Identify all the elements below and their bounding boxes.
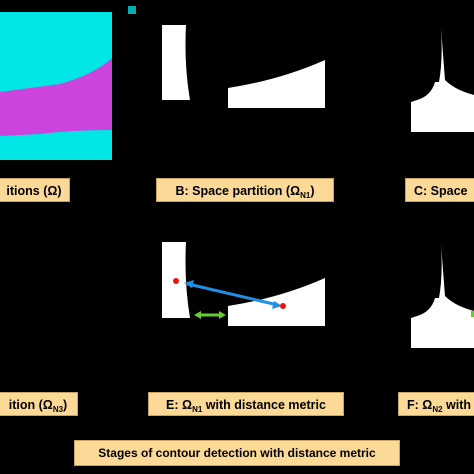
region-magenta: [0, 58, 112, 136]
green-arrow-fragment: [471, 311, 474, 317]
shape-right: [228, 60, 325, 108]
panel-e-shapes: [150, 238, 340, 338]
panel-a-partition-image: [0, 12, 112, 160]
marker-red-left: [173, 278, 179, 284]
marker-red-right: [280, 303, 286, 309]
shape-c: [411, 28, 474, 132]
small-marker: [128, 6, 136, 14]
shape-right: [228, 278, 325, 326]
arrowhead-green-left: [194, 311, 201, 319]
panel-b-shapes: [150, 20, 340, 120]
partition-image: [0, 12, 112, 160]
arrowhead-blue-right: [272, 301, 282, 309]
label-panel-d: ition (ΩN3): [0, 392, 78, 416]
label-panel-f: F: ΩN2 with: [398, 392, 474, 416]
shape-f: [411, 244, 474, 348]
omega-n2-distance: [411, 244, 474, 348]
omega-n1-shapes: [162, 25, 325, 108]
panel-c-shapes: [405, 20, 474, 135]
panel-f-shapes: [405, 238, 474, 353]
omega-n1-distance: [162, 242, 325, 326]
shape-left: [162, 25, 190, 100]
arrowhead-blue-left: [184, 280, 194, 288]
label-panel-e: E: ΩN1 with distance metric: [148, 392, 344, 416]
label-panel-c: C: Space: [405, 178, 474, 202]
figure-caption: Stages of contour detection with distanc…: [74, 440, 400, 466]
distance-arrow-blue: [187, 282, 279, 307]
label-panel-b: B: Space partition (ΩN1): [156, 178, 334, 202]
omega-n2-shapes: [411, 28, 474, 132]
label-panel-a: itions (Ω): [0, 178, 70, 202]
arrowhead-green-right: [219, 311, 226, 319]
